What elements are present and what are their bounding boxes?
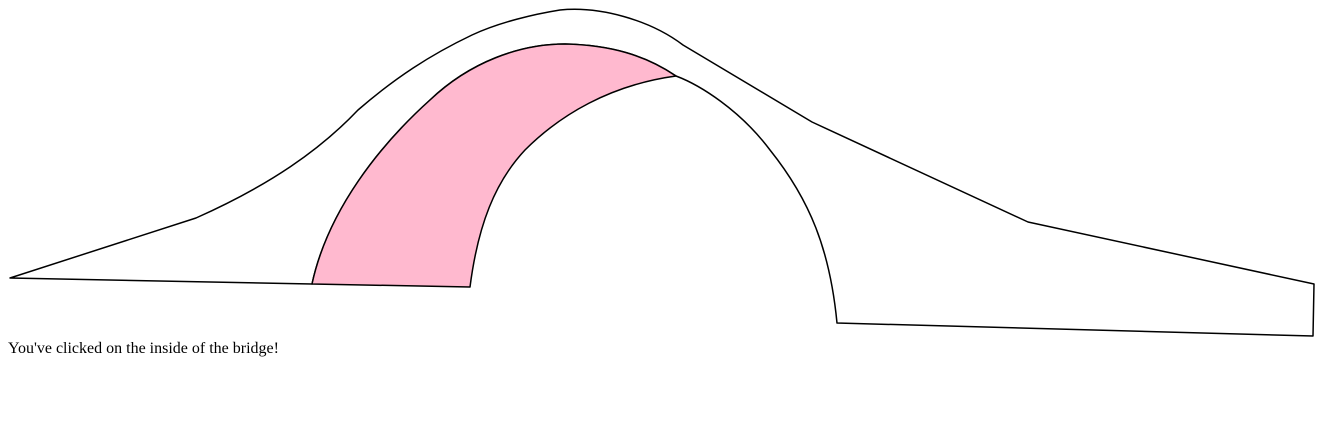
status-message: You've clicked on the inside of the brid…: [8, 340, 279, 357]
bridge-outer-region[interactable]: [9, 8, 1315, 337]
bridge-inside-region[interactable]: [311, 43, 677, 288]
